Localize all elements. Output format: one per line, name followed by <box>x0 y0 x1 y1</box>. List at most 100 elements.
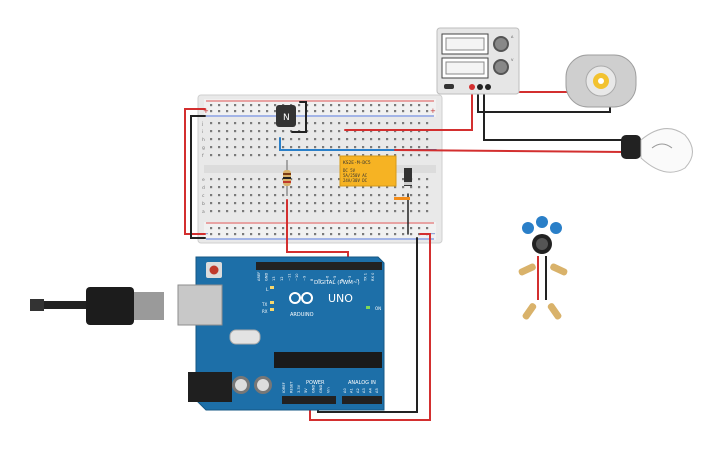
breadboard-hole[interactable] <box>354 227 357 230</box>
breadboard-hole[interactable] <box>290 154 293 157</box>
breadboard-hole[interactable] <box>258 138 261 141</box>
breadboard-hole[interactable] <box>402 104 405 107</box>
breadboard-hole[interactable] <box>250 122 253 125</box>
breadboard-hole[interactable] <box>418 138 421 141</box>
breadboard-hole[interactable] <box>394 138 397 141</box>
breadboard-hole[interactable] <box>346 202 349 205</box>
breadboard-hole[interactable] <box>378 146 381 149</box>
breadboard-hole[interactable] <box>282 210 285 213</box>
breadboard-hole[interactable] <box>298 233 301 236</box>
wire-red-psu[interactable] <box>344 87 473 131</box>
breadboard-hole[interactable] <box>218 146 221 149</box>
breadboard-hole[interactable] <box>362 104 365 107</box>
breadboard-hole[interactable] <box>338 146 341 149</box>
breadboard-hole[interactable] <box>394 110 397 113</box>
npn-transistor[interactable]: N <box>276 105 296 127</box>
breadboard-hole[interactable] <box>314 146 317 149</box>
breadboard-hole[interactable] <box>386 186 389 189</box>
breadboard-hole[interactable] <box>250 227 253 230</box>
breadboard-hole[interactable] <box>338 233 341 236</box>
breadboard-hole[interactable] <box>218 194 221 197</box>
breadboard-hole[interactable] <box>234 110 237 113</box>
breadboard-hole[interactable] <box>338 202 341 205</box>
breadboard-hole[interactable] <box>386 154 389 157</box>
breadboard-hole[interactable] <box>386 227 389 230</box>
breadboard-hole[interactable] <box>226 104 229 107</box>
breadboard-hole[interactable] <box>410 138 413 141</box>
breadboard-hole[interactable] <box>426 138 429 141</box>
breadboard-hole[interactable] <box>314 227 317 230</box>
breadboard-hole[interactable] <box>394 130 397 133</box>
breadboard-hole[interactable] <box>314 202 317 205</box>
resistor-base[interactable] <box>283 160 291 196</box>
breadboard-hole[interactable] <box>226 122 229 125</box>
breadboard-hole[interactable] <box>298 154 301 157</box>
breadboard-hole[interactable] <box>322 154 325 157</box>
breadboard-hole[interactable] <box>258 154 261 157</box>
breadboard-hole[interactable] <box>330 110 333 113</box>
psu-terminal-pos[interactable] <box>469 84 475 90</box>
breadboard-hole[interactable] <box>250 154 253 157</box>
breadboard-hole[interactable] <box>410 122 413 125</box>
breadboard-hole[interactable] <box>242 178 245 181</box>
breadboard-hole[interactable] <box>330 154 333 157</box>
breadboard-hole[interactable] <box>210 186 213 189</box>
breadboard-hole[interactable] <box>418 110 421 113</box>
breadboard-hole[interactable] <box>322 130 325 133</box>
breadboard-hole[interactable] <box>266 130 269 133</box>
breadboard-hole[interactable] <box>306 202 309 205</box>
breadboard-hole[interactable] <box>322 186 325 189</box>
digital-header[interactable] <box>256 262 382 270</box>
breadboard-hole[interactable] <box>250 110 253 113</box>
breadboard-hole[interactable] <box>330 104 333 107</box>
breadboard-hole[interactable] <box>234 194 237 197</box>
breadboard-hole[interactable] <box>298 146 301 149</box>
breadboard-hole[interactable] <box>266 210 269 213</box>
breadboard-hole[interactable] <box>218 202 221 205</box>
breadboard-hole[interactable] <box>218 122 221 125</box>
breadboard-hole[interactable] <box>242 194 245 197</box>
breadboard-hole[interactable] <box>362 194 365 197</box>
breadboard-hole[interactable] <box>370 104 373 107</box>
breadboard-hole[interactable] <box>338 104 341 107</box>
breadboard-hole[interactable] <box>266 104 269 107</box>
breadboard-hole[interactable] <box>394 210 397 213</box>
breadboard-hole[interactable] <box>426 104 429 107</box>
breadboard-hole[interactable] <box>234 130 237 133</box>
breadboard-hole[interactable] <box>322 178 325 181</box>
breadboard-hole[interactable] <box>394 186 397 189</box>
sensor-resistor-1[interactable] <box>518 262 537 276</box>
breadboard-hole[interactable] <box>330 122 333 125</box>
breadboard-hole[interactable] <box>266 122 269 125</box>
breadboard-hole[interactable] <box>338 110 341 113</box>
breadboard-hole[interactable] <box>338 227 341 230</box>
wire-blue[interactable] <box>279 137 437 151</box>
breadboard-hole[interactable] <box>362 227 365 230</box>
breadboard-hole[interactable] <box>218 233 221 236</box>
breadboard-hole[interactable] <box>418 178 421 181</box>
breadboard-hole[interactable] <box>306 194 309 197</box>
breadboard-hole[interactable] <box>242 154 245 157</box>
breadboard-hole[interactable] <box>290 202 293 205</box>
breadboard-hole[interactable] <box>354 210 357 213</box>
arduino-uno[interactable]: DIGITAL (PWM~) UNO ARDUINO POWER ANALOG … <box>30 256 385 411</box>
breadboard-hole[interactable] <box>410 186 413 189</box>
breadboard-hole[interactable] <box>226 227 229 230</box>
breadboard-hole[interactable] <box>338 122 341 125</box>
breadboard-hole[interactable] <box>314 178 317 181</box>
breadboard-hole[interactable] <box>362 210 365 213</box>
breadboard-hole[interactable] <box>258 210 261 213</box>
breadboard-hole[interactable] <box>274 210 277 213</box>
breadboard-hole[interactable] <box>218 138 221 141</box>
breadboard-hole[interactable] <box>242 130 245 133</box>
breadboard-hole[interactable] <box>274 178 277 181</box>
breadboard-hole[interactable] <box>274 104 277 107</box>
breadboard-hole[interactable] <box>402 110 405 113</box>
breadboard-hole[interactable] <box>330 202 333 205</box>
breadboard-hole[interactable] <box>234 122 237 125</box>
breadboard-hole[interactable] <box>426 178 429 181</box>
breadboard-hole[interactable] <box>338 186 341 189</box>
breadboard-hole[interactable] <box>378 122 381 125</box>
breadboard-hole[interactable] <box>346 154 349 157</box>
breadboard-hole[interactable] <box>386 146 389 149</box>
